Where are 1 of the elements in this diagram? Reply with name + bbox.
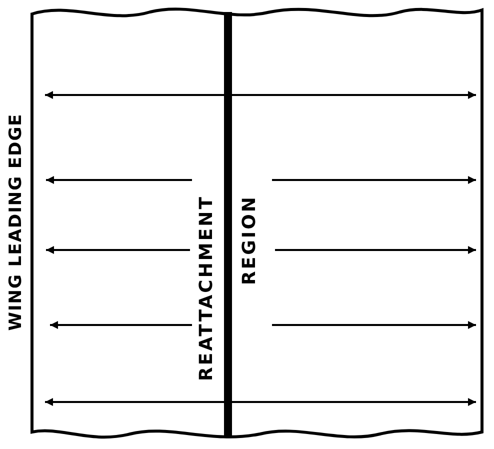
region-label: REATTACHMENT REGION bbox=[195, 195, 261, 384]
